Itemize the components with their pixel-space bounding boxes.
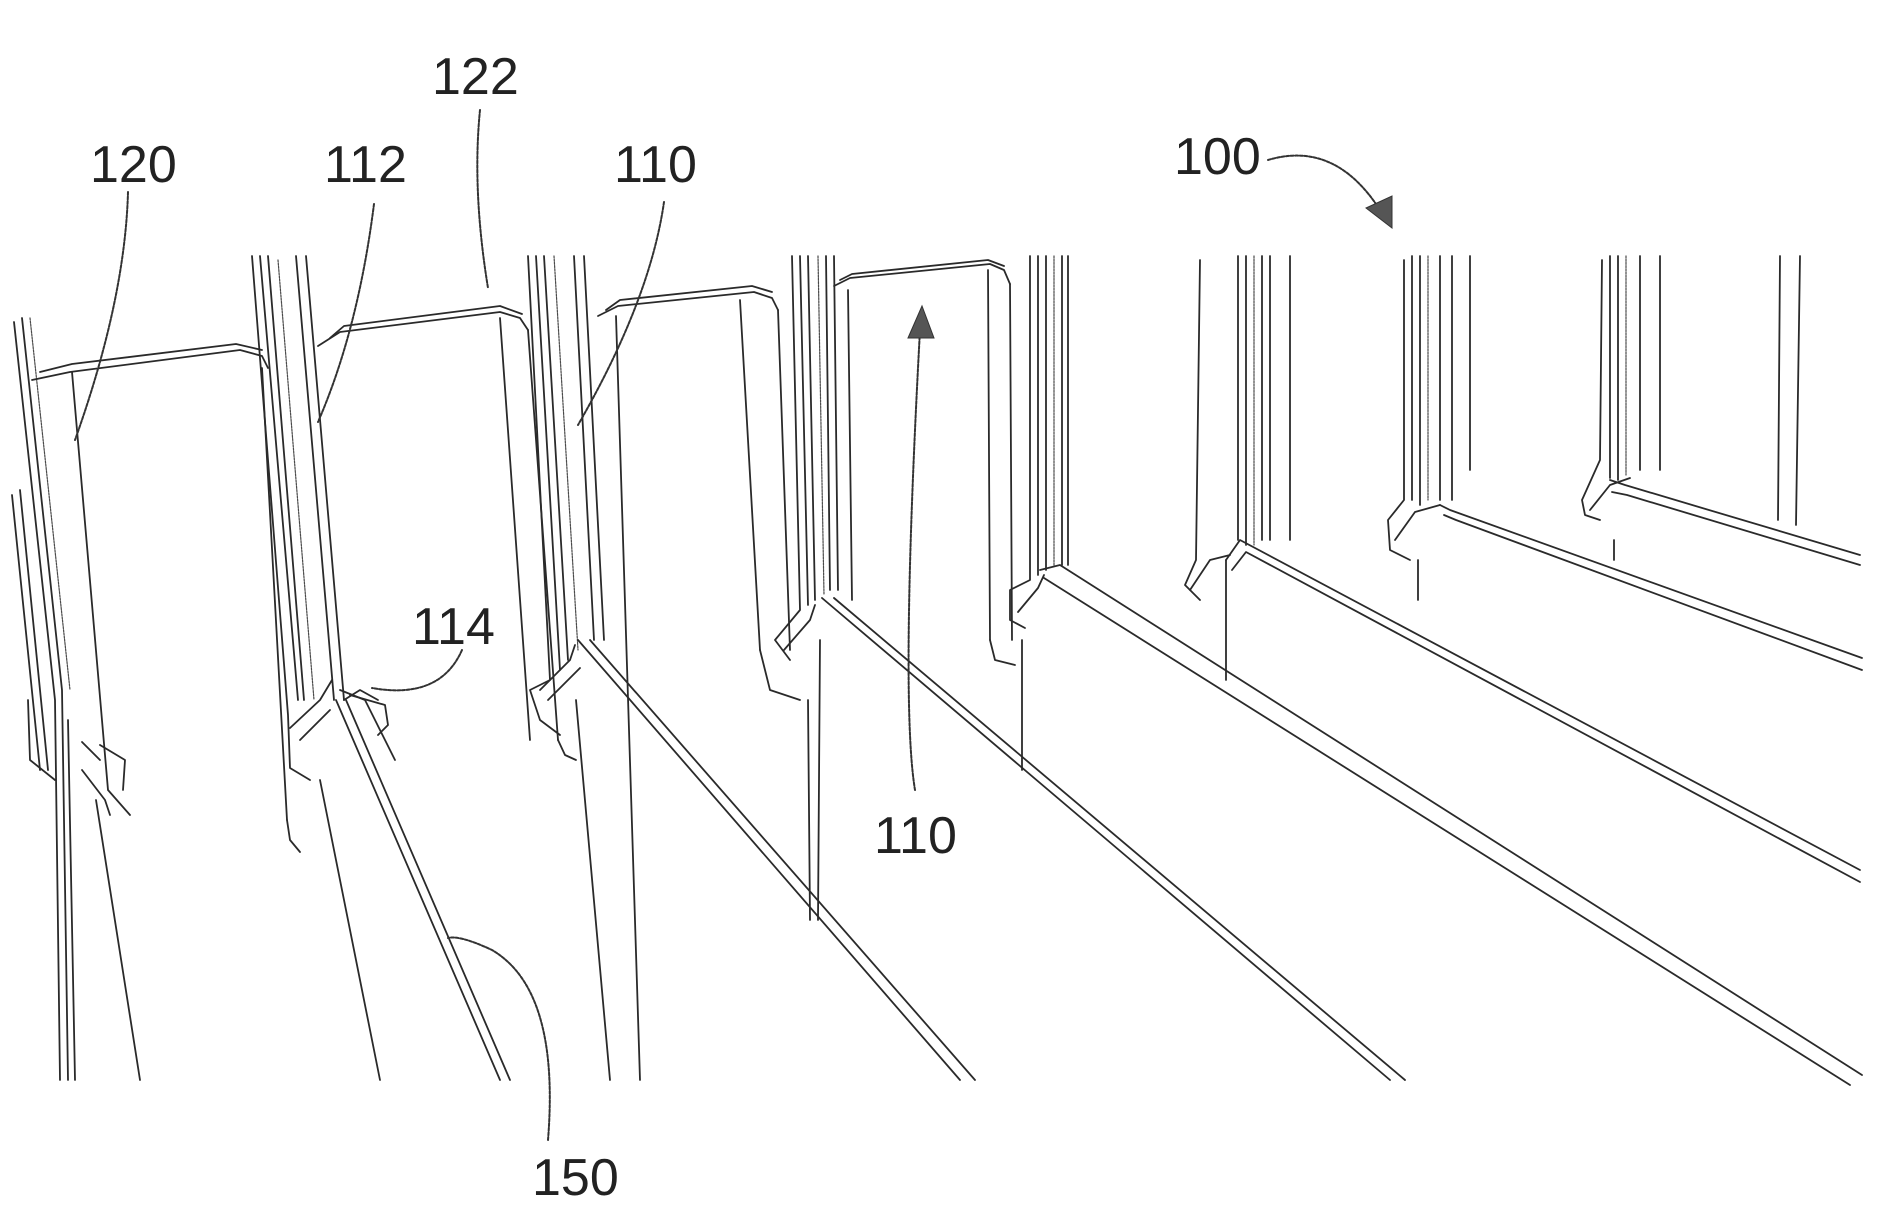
ref-110-top: 110 (614, 136, 697, 194)
ref-110-bottom: 110 (874, 807, 957, 865)
leader-110-bottom (909, 330, 920, 790)
fin-6 (1238, 256, 1290, 545)
leader-122 (477, 110, 488, 288)
leader-150 (448, 938, 550, 1141)
slot-7 (1582, 260, 1860, 565)
fin-2 (252, 256, 510, 1080)
reference-numerals: 120 112 122 110 100 114 110 150 (90, 48, 1261, 1205)
arrowhead-100 (1366, 196, 1392, 228)
arrowhead-110 (908, 306, 934, 338)
leader-120 (75, 192, 128, 440)
ref-114: 114 (412, 598, 495, 656)
leader-112 (318, 204, 374, 422)
fin-4 (775, 256, 1405, 1080)
fin-7 (1412, 256, 1470, 505)
leader-100 (1268, 156, 1380, 210)
fin-1 (12, 318, 125, 1080)
ref-100: 100 (1174, 128, 1261, 186)
leader-lines (75, 110, 1392, 1140)
ref-120: 120 (90, 136, 177, 194)
slot-6 (1388, 260, 1862, 670)
fin-5 (1010, 256, 1862, 1085)
ref-112: 112 (324, 136, 407, 194)
fin-8 (1610, 256, 1800, 525)
ref-122: 122 (432, 48, 519, 106)
ref-150: 150 (532, 1149, 619, 1205)
slot-3 (598, 286, 800, 1080)
leader-114 (372, 650, 462, 690)
slot-5 (1185, 260, 1860, 882)
